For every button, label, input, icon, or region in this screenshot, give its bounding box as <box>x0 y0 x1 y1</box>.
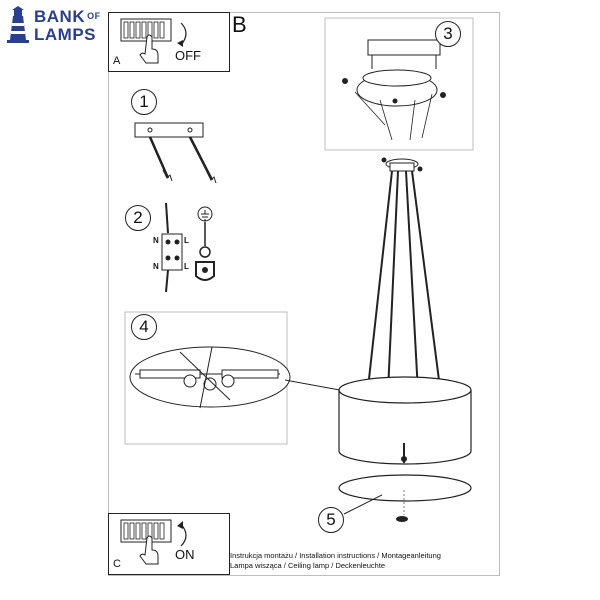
step-number-4: 4 <box>131 314 157 340</box>
neutral-label-bottom: N <box>153 262 159 271</box>
neutral-label-top: N <box>153 236 159 245</box>
live-label-bottom: L <box>184 262 189 271</box>
step-number-1: 1 <box>131 89 157 115</box>
switch-on-label: ON <box>175 547 195 562</box>
switch-off-label: OFF <box>175 48 201 63</box>
panel-a-letter: A <box>113 55 121 67</box>
switch-on-illustration <box>120 519 187 565</box>
live-label-top: L <box>184 236 189 245</box>
logo-bank: BANK <box>34 7 86 26</box>
hand-icon <box>139 34 159 64</box>
lighthouse-icon <box>7 6 29 43</box>
hand-icon <box>139 535 159 565</box>
step-number-3: 3 <box>435 21 461 47</box>
instruction-sheet-frame <box>108 12 500 576</box>
logo-lamps: LAMPS <box>34 25 96 44</box>
fuse-box-icon <box>120 18 172 42</box>
step-number-2: 2 <box>125 205 151 231</box>
panel-c-letter: C <box>113 558 121 570</box>
step-number-5: 5 <box>318 507 344 533</box>
switch-off-illustration <box>120 18 187 64</box>
panel-b-letter: B <box>232 12 247 37</box>
footer-caption: Instrukcja montażu / Installation instru… <box>230 551 441 571</box>
panel-c-switch-on: ON C <box>108 513 230 575</box>
logo-of: OF <box>87 11 101 21</box>
fuse-box-icon <box>120 519 172 543</box>
panel-a-switch-off: OFF A <box>108 12 230 72</box>
footer-line-1: Instrukcja montażu / Installation instru… <box>230 551 441 560</box>
footer-line-2: Lampa wisząca / Ceiling lamp / Deckenleu… <box>230 561 386 570</box>
